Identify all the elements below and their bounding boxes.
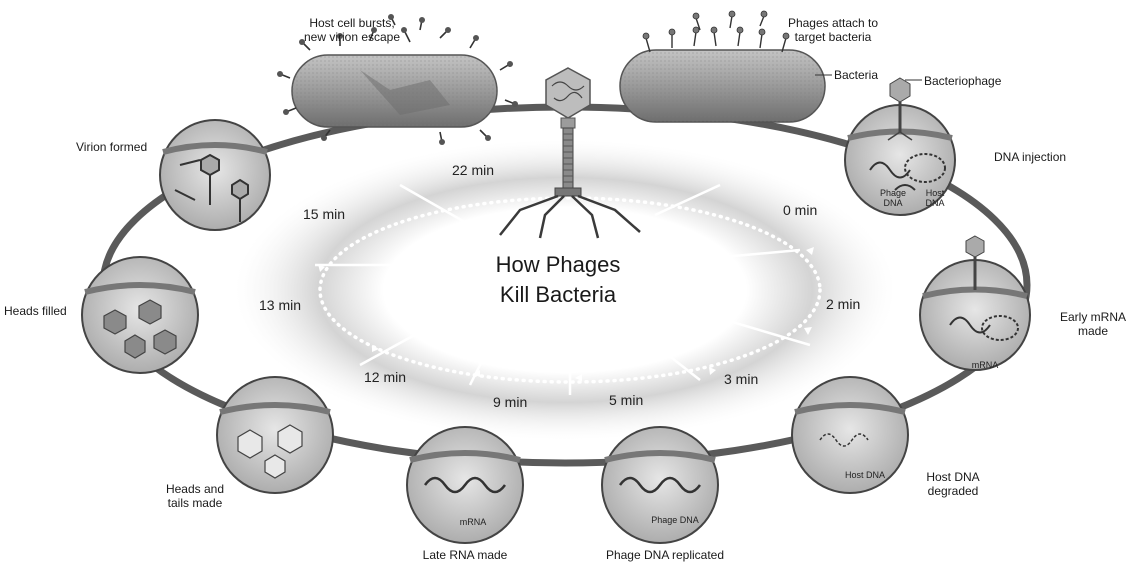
- stage-label-dna-injection: DNA injection: [994, 150, 1066, 164]
- stage-label-early-mrna: Early mRNA made: [1058, 310, 1128, 338]
- inner-mrna-early-label: mRNA: [970, 360, 1000, 370]
- attach-label-line-2: target bacteria: [768, 30, 898, 44]
- stage-circle-phage-dna-replicated: [602, 427, 718, 543]
- stage-label-host-dna-degraded: Host DNA degraded: [918, 470, 988, 498]
- inner-host-dna-line-1: Host: [920, 188, 950, 198]
- stage-circle-virion-formed: [160, 120, 270, 230]
- stage-label-heads-tails-line-1: Heads and: [160, 482, 230, 496]
- time-label-12: 12 min: [364, 369, 406, 385]
- inner-phage-dna-line-2: DNA: [878, 198, 908, 208]
- stage-label-heads-filled: Heads filled: [4, 304, 67, 318]
- inner-phage-dna-replicated-label: Phage DNA: [645, 515, 705, 525]
- title-line-1: How Phages: [438, 250, 678, 280]
- attach-label-line-1: Phages attach to: [768, 16, 898, 30]
- stage-label-late-rna: Late RNA made: [410, 548, 520, 562]
- inner-host-dna-line-2: DNA: [920, 198, 950, 208]
- inner-phage-dna-line-1: Phage: [878, 188, 908, 198]
- inner-host-dna-label: Host DNA: [920, 188, 950, 208]
- stage-label-phage-dna-replicated: Phage DNA replicated: [595, 548, 735, 562]
- inner-phage-dna-label: Phage DNA: [878, 188, 908, 208]
- stage-label-virion-formed: Virion formed: [76, 140, 147, 154]
- inner-host-dna-degraded-label: Host DNA: [840, 470, 890, 480]
- stage-label-host-dna-degraded-line-2: degraded: [918, 484, 988, 498]
- time-label-3: 3 min: [724, 371, 758, 387]
- time-label-0: 0 min: [783, 202, 817, 218]
- stage-label-host-dna-degraded-line-1: Host DNA: [918, 470, 988, 484]
- time-label-13: 13 min: [259, 297, 301, 313]
- attach-label: Phages attach to target bacteria: [768, 16, 898, 44]
- stage-label-heads-tails-line-2: tails made: [160, 496, 230, 510]
- burst-label: Host cell bursts, new virion escape: [282, 16, 422, 44]
- stage-circle-heads-tails: [217, 377, 333, 493]
- time-label-2: 2 min: [826, 296, 860, 312]
- inner-mrna-late-label: mRNA: [458, 517, 488, 527]
- time-label-22: 22 min: [452, 162, 494, 178]
- burst-label-line-2: new virion escape: [282, 30, 422, 44]
- stage-circle-heads-filled: [82, 257, 198, 373]
- stage-circle-early-mrna: [920, 236, 1030, 370]
- diagram-title: How Phages Kill Bacteria: [438, 250, 678, 310]
- time-label-5: 5 min: [609, 392, 643, 408]
- bacteriophage-label: Bacteriophage: [924, 74, 1001, 88]
- time-label-15: 15 min: [303, 206, 345, 222]
- time-label-9: 9 min: [493, 394, 527, 410]
- stage-label-early-mrna-line-2: made: [1058, 324, 1128, 338]
- burst-label-line-1: Host cell bursts,: [282, 16, 422, 30]
- stage-label-heads-tails: Heads and tails made: [160, 482, 230, 510]
- stage-label-early-mrna-line-1: Early mRNA: [1058, 310, 1128, 324]
- title-line-2: Kill Bacteria: [438, 280, 678, 310]
- bacteria-label: Bacteria: [834, 68, 878, 82]
